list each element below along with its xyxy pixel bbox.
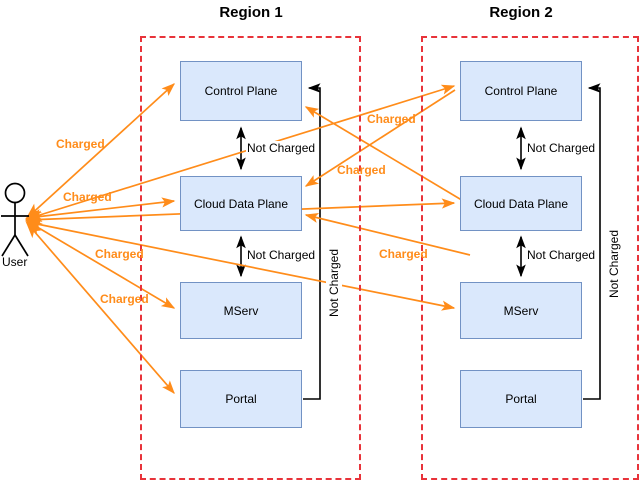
edge-label-r1-cdp-mserv: Not Charged xyxy=(246,248,317,262)
node-r1-control-plane[interactable]: Control Plane xyxy=(180,61,302,121)
charged-label-user-r2-mserv: Charged xyxy=(379,247,428,261)
region2-title: Region 2 xyxy=(489,4,553,21)
node-r1-mserv[interactable]: MServ xyxy=(180,282,302,339)
charged-label-user-r1-mserv: Charged xyxy=(95,247,144,261)
charged-label-user-r2-cloud-data-plane: Charged xyxy=(337,163,386,177)
region1-boundary xyxy=(140,36,361,480)
node-r1-cloud-data-plane[interactable]: Cloud Data Plane xyxy=(180,176,302,231)
edge-label-r2-cdp-mserv: Not Charged xyxy=(526,248,597,262)
edge-label-r1-side-portal: Not Charged xyxy=(326,249,342,318)
edge-label-r2-cp-cdp: Not Charged xyxy=(526,141,597,155)
node-r2-cloud-data-plane[interactable]: Cloud Data Plane xyxy=(460,176,582,231)
charged-label-user-r1-portal: Charged xyxy=(100,292,149,306)
region1-title: Region 1 xyxy=(219,4,283,21)
actor-user-label: User xyxy=(2,255,28,269)
region2-boundary xyxy=(421,36,639,480)
charged-label-user-r1-control-plane: Charged xyxy=(56,137,105,151)
edge-label-r2-side-portal: Not Charged xyxy=(606,230,622,299)
node-r2-portal[interactable]: Portal xyxy=(460,370,582,428)
node-r2-control-plane[interactable]: Control Plane xyxy=(460,61,582,121)
edge-label-r1-cp-cdp: Not Charged xyxy=(246,141,317,155)
stick-figure-icon xyxy=(1,182,29,257)
node-r2-mserv[interactable]: MServ xyxy=(460,282,582,339)
charged-label-user-r2-control-plane: Charged xyxy=(367,112,416,126)
charged-label-user-r1-cloud-data-plane: Charged xyxy=(63,190,112,204)
node-r1-portal[interactable]: Portal xyxy=(180,370,302,428)
